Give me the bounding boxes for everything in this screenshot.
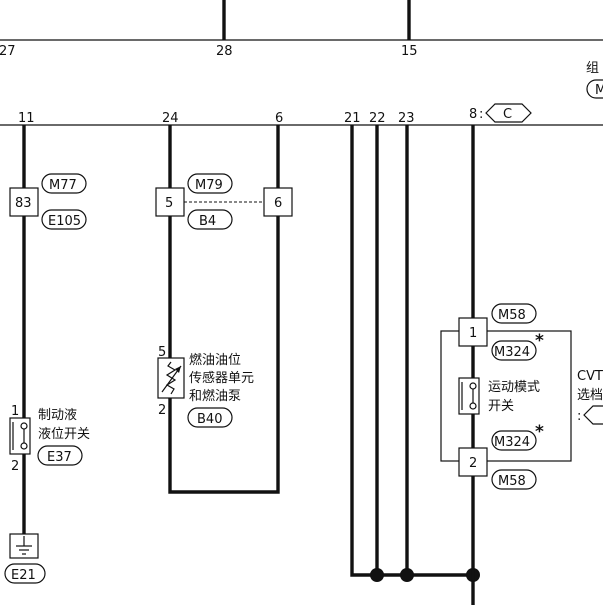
- connector-m58-top-label: M58: [498, 308, 526, 323]
- brake-switch-pin-1: 1: [11, 404, 19, 419]
- brake-switch-pin-2: 2: [11, 459, 19, 474]
- wire-21: [350, 125, 473, 577]
- terminal-6-box: [263, 187, 293, 217]
- terminal-1-label: 1: [469, 326, 477, 341]
- c-pin-colon: :: [479, 107, 483, 122]
- connector-e21-label: E21: [11, 568, 36, 583]
- c-connector-letter: C: [503, 107, 512, 122]
- terminal-1-box: [458, 317, 488, 347]
- connector-e105-label: E105: [48, 214, 81, 229]
- brake-switch-contact-top: [20, 422, 28, 430]
- bus-pin-6: 6: [275, 111, 283, 126]
- fuel-sensor-return-loop: [168, 216, 280, 494]
- connector-m58-top-pill: [491, 303, 537, 324]
- sport-switch-name-line2: 开关: [488, 399, 514, 414]
- terminal-83-box: [9, 187, 39, 217]
- connector-m324-top-pill: [491, 340, 537, 361]
- fuel-sensor-name-line3: 和燃油泵: [189, 388, 241, 404]
- fuel-sensor-pin-2: 2: [158, 403, 166, 418]
- bus-pin-23: 23: [398, 111, 415, 126]
- connector-e21-pill: [4, 563, 46, 584]
- connector-m324-top-label: M324: [494, 345, 530, 360]
- fuel-sensor-pin-5: 5: [158, 345, 166, 360]
- asterisk-top: *: [535, 331, 544, 351]
- top-right-connector-label: M: [595, 83, 603, 98]
- connector-b4-label: B4: [199, 214, 216, 229]
- brake-switch-name-line1: 制动液: [38, 408, 77, 423]
- bus-pin-21: 21: [344, 111, 361, 126]
- connector-b40-label: B40: [197, 412, 222, 427]
- connector-m58-bottom-pill: [491, 469, 537, 490]
- sport-switch-contact-bottom: [469, 402, 477, 410]
- fuel-sensor-resistor: [165, 361, 177, 395]
- cvt-label-line2: 选档: [577, 388, 603, 403]
- cvt-connector-tag: [583, 405, 603, 425]
- sport-switch-contact-top: [469, 382, 477, 390]
- cvt-label-line1: CVT: [577, 369, 603, 384]
- brake-switch-contact-bottom: [20, 442, 28, 450]
- terminal-6-label: 6: [274, 196, 282, 211]
- splice-dot-23: [400, 568, 414, 582]
- bus-pin-11: 11: [18, 111, 35, 126]
- fuel-sensor-name-line2: 传感器单元: [189, 370, 254, 386]
- sport-switch-frame: [440, 330, 572, 462]
- terminal-5-label: 5: [165, 196, 173, 211]
- pin-15-label: 15: [401, 44, 418, 59]
- connector-m324-bottom-pill: [491, 430, 537, 451]
- connector-m79-pill: [187, 173, 233, 194]
- connector-e105-pill: [41, 209, 87, 230]
- top-right-connector-pill: [586, 79, 603, 99]
- cvt-label-line3: :: [577, 409, 581, 424]
- pin-27-label: 27: [0, 44, 16, 59]
- sport-switch-name-line1: 运动模式: [488, 380, 540, 395]
- splice-dot-22: [370, 568, 384, 582]
- connector-m77-label: M77: [49, 178, 77, 193]
- fuel-sensor-arrowhead: [175, 366, 181, 373]
- fuel-sensor-name-line1: 燃油油位: [189, 352, 241, 368]
- c-connector-tag: [485, 103, 532, 123]
- pin-28-label: 28: [216, 44, 233, 59]
- bus-pin-22: 22: [369, 111, 386, 126]
- connector-b40-pill: [187, 407, 233, 428]
- connector-m324-bottom-label: M324: [494, 435, 530, 450]
- asterisk-bottom: *: [535, 422, 544, 442]
- bus-pin-24: 24: [162, 111, 179, 126]
- connector-m77-pill: [41, 173, 87, 194]
- connector-m79-label: M79: [195, 178, 223, 193]
- connector-e37-label: E37: [47, 450, 72, 465]
- brake-switch-name-line2: 液位开关: [38, 427, 90, 442]
- terminal-2-label: 2: [469, 456, 477, 471]
- connector-e37-pill: [37, 445, 83, 466]
- c-pin-number: 8: [469, 107, 477, 122]
- terminal-83-label: 83: [15, 196, 32, 211]
- connector-b4-pill: [187, 209, 233, 230]
- top-right-label: 组: [586, 61, 599, 76]
- connector-m58-bottom-label: M58: [498, 474, 526, 489]
